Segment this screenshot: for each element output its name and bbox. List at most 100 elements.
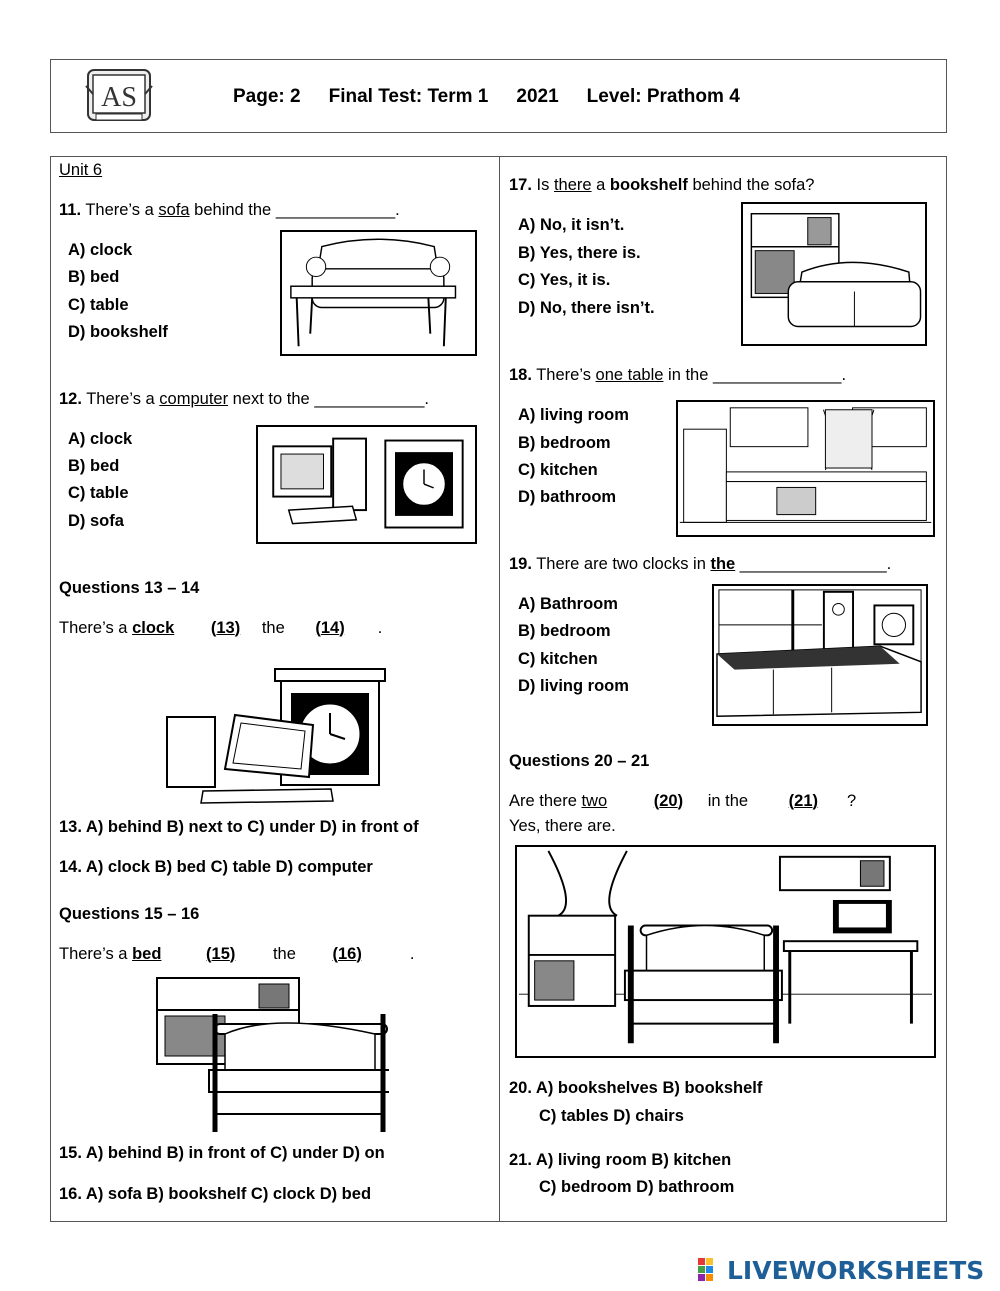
computer-clock-picture-2 — [163, 665, 388, 805]
school-logo: AS — [84, 66, 154, 124]
q20-blank: (20) — [653, 792, 684, 810]
q18-text: 18. There’s one table in the ___________… — [509, 366, 846, 385]
q20-options-line1[interactable]: 20. A) bookshelves B) bookshelf — [509, 1079, 763, 1097]
q15-16-pre: There’s a — [59, 945, 133, 963]
header-test: Final Test: Term 1 — [328, 86, 489, 107]
q20-21-post: ? — [847, 792, 857, 810]
q19-text: 19. There are two clocks in the ________… — [509, 555, 891, 574]
q16-options[interactable]: 16. A) sofa B) bookshelf C) clock D) bed — [59, 1185, 372, 1203]
q15-blank: (15) — [206, 945, 236, 963]
q15-options[interactable]: 15. A) behind B) in front of C) under D)… — [59, 1144, 385, 1162]
q12-pre: There’s a — [81, 390, 160, 408]
header-box: AS Page: 2 Final Test: Term 1 2021 Level: P… — [50, 59, 947, 133]
q12-word: computer — [159, 390, 229, 408]
q11-text: 11. There’s a sofa behind the __________… — [59, 201, 400, 220]
bed-bookshelf-picture — [155, 974, 389, 1134]
q11-number: 11. — [59, 201, 82, 219]
q19-option-c[interactable]: C) kitchen — [518, 650, 598, 668]
q17-pre: Is — [531, 176, 554, 194]
q12-option-a[interactable]: A) clock — [68, 430, 133, 448]
q15-16-sentence: There’s a bed (15) the (16). — [59, 945, 415, 963]
computer-clock-picture — [256, 425, 477, 544]
q17-bold: bookshelf — [609, 176, 688, 194]
header-title: Page: 2 Final Test: Term 1 2021 Level: Prat… — [233, 86, 768, 108]
q13-14-sentence: There’s a clock (13) the (14). — [59, 619, 383, 637]
q18-post: in the — [663, 366, 713, 384]
q13-14-mid: the — [257, 619, 290, 637]
q11-option-c[interactable]: C) table — [68, 296, 129, 314]
liveworksheets-brand[interactable]: LIVEWORKSHEETS — [697, 1255, 984, 1285]
q11-pre: There’s a — [81, 201, 159, 219]
q20-21-sentence: Are there two (20) in the (21)? — [509, 792, 856, 811]
sofa-bookshelf-picture — [741, 202, 927, 346]
q13-14-heading: Questions 13 – 14 — [59, 579, 200, 597]
q12-text: 12. There’s a computer next to the _____… — [59, 390, 429, 409]
q18-option-c[interactable]: C) kitchen — [518, 461, 598, 479]
q19-option-b[interactable]: B) bedroom — [518, 622, 611, 640]
q20-21-word: two — [581, 792, 608, 810]
q20-options-line2[interactable]: C) tables D) chairs — [539, 1107, 684, 1125]
q12-option-b[interactable]: B) bed — [68, 457, 120, 475]
q18-number: 18. — [509, 366, 532, 384]
q19-option-d[interactable]: D) living room — [518, 677, 629, 695]
q21-options-line1[interactable]: 21. A) living room B) kitchen — [509, 1151, 732, 1169]
q18-pre: There’s — [531, 366, 596, 384]
q21-blank: (21) — [788, 792, 819, 810]
q20-21-heading: Questions 20 – 21 — [509, 752, 650, 770]
q15-16-word: bed — [132, 945, 162, 963]
q17-option-c[interactable]: C) Yes, it is. — [518, 271, 611, 289]
q20-21-mid: in the — [703, 792, 753, 810]
q18-blank: ______________. — [712, 366, 847, 384]
q18-option-b[interactable]: B) bedroom — [518, 434, 611, 452]
kitchen-picture — [676, 400, 935, 537]
q11-word: sofa — [158, 201, 190, 219]
q13-blank: (13) — [210, 619, 241, 637]
q11-option-b[interactable]: B) bed — [68, 268, 120, 286]
sofa-table-picture — [280, 230, 477, 356]
q19-number: 19. — [509, 555, 532, 573]
q17-option-a[interactable]: A) No, it isn’t. — [518, 216, 625, 234]
q11-blank: _____________. — [275, 201, 400, 219]
q12-post: next to the — [228, 390, 315, 408]
worksheet-box: Unit 6 11. There’s a sofa behind the ___… — [50, 156, 947, 1222]
bedroom-picture — [515, 845, 936, 1058]
q21-options-line2[interactable]: C) bedroom D) bathroom — [539, 1178, 735, 1196]
q18-option-a[interactable]: A) living room — [518, 406, 629, 424]
header-level: Level: Prathom 4 — [586, 86, 740, 107]
q17-option-d[interactable]: D) No, there isn’t. — [518, 299, 655, 317]
q16-blank: (16) — [332, 945, 362, 963]
q17-option-b[interactable]: B) Yes, there is. — [518, 244, 641, 262]
q13-14-pre: There’s a — [59, 619, 133, 637]
header-page: Page: 2 — [233, 86, 301, 107]
q14-options[interactable]: 14. A) clock B) bed C) table D) computer — [59, 858, 373, 876]
q13-14-word: clock — [132, 619, 175, 637]
q19-blank: ________________. — [735, 555, 892, 573]
q15-16-heading: Questions 15 – 16 — [59, 905, 200, 923]
q11-option-d[interactable]: D) bookshelf — [68, 323, 168, 341]
svg-text:AS: AS — [101, 82, 137, 113]
q19-bold: the — [710, 555, 736, 573]
liveworksheets-logo-icon — [698, 1258, 713, 1281]
q11-post: behind the — [189, 201, 276, 219]
q17-number: 17. — [509, 176, 532, 194]
q17-text: 17. Is there a bookshelf behind the sofa… — [509, 176, 814, 195]
q12-blank: ____________. — [314, 390, 430, 408]
living-room-picture — [712, 584, 928, 726]
q14-blank: (14) — [315, 619, 345, 637]
q12-option-c[interactable]: C) table — [68, 484, 129, 502]
q18-option-d[interactable]: D) bathroom — [518, 488, 617, 506]
q11-option-a[interactable]: A) clock — [68, 241, 133, 259]
header-year: 2021 — [516, 86, 559, 107]
unit-label: Unit 6 — [59, 161, 103, 179]
q15-16-mid: the — [268, 945, 301, 963]
q20-21-pre: Are there — [509, 792, 582, 810]
q19-pre: There are two clocks in — [531, 555, 711, 573]
q19-option-a[interactable]: A) Bathroom — [518, 595, 618, 613]
q18-word: one table — [595, 366, 664, 384]
q12-option-d[interactable]: D) sofa — [68, 512, 124, 530]
q20-21-answer: Yes, there are. — [509, 817, 616, 835]
q17-mid: a — [591, 176, 610, 194]
q17-post: behind the sofa? — [687, 176, 815, 194]
brand-text: LIVEWORKSHEETS — [727, 1255, 985, 1285]
q13-options[interactable]: 13. A) behind B) next to C) under D) in … — [59, 818, 419, 836]
